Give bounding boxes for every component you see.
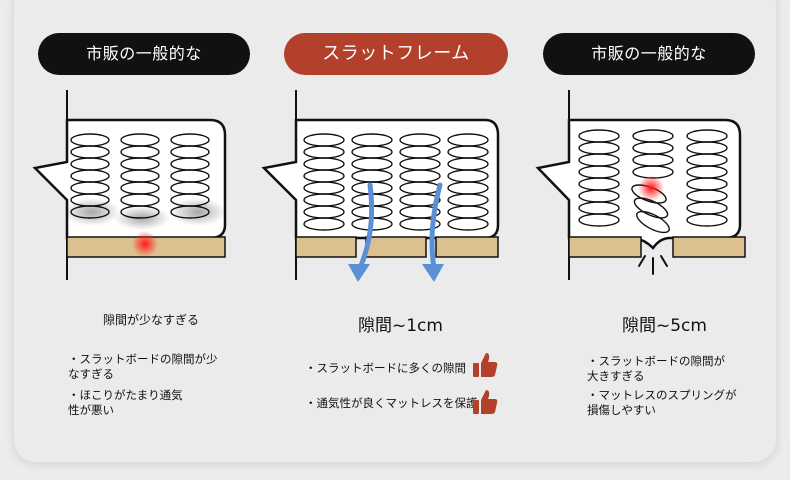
column-2-bullet-2: ・通気性が良くマットレスを保護 <box>305 396 478 410</box>
column-header-3: 市販の一般的な <box>543 33 755 75</box>
impact-lines <box>638 255 668 275</box>
thumbs-up-icon <box>473 390 498 414</box>
thumbs-up-icon <box>473 353 498 377</box>
column-header-2: スラットフレーム <box>284 33 508 75</box>
column-3-bullet-1: ・スラットボードの隙間が 大きすぎる <box>587 354 725 383</box>
column-2-bullet-1: ・スラットボードに多くの隙間 <box>305 361 466 375</box>
column-3-heading: 隙間~5cm <box>622 316 707 336</box>
diagram-narrow-gap <box>32 90 227 280</box>
column-2-heading: 隙間~1cm <box>358 316 443 336</box>
diagram-slat-frame <box>261 90 500 282</box>
column-1-bullet-1: ・スラットボードの隙間が少 なすぎる <box>68 352 218 381</box>
airflow-arrows <box>357 182 443 271</box>
column-header-1: 市販の一般的な <box>38 33 250 75</box>
diagram-wide-gap <box>535 90 746 280</box>
column-3-bullet-2: ・マットレスのスプリングが 損傷しやすい <box>587 388 737 417</box>
column-1-heading: 隙間が少なすぎる <box>103 313 200 327</box>
column-1-bullet-2: ・ほこりがたまり通気 性が悪い <box>68 388 183 417</box>
